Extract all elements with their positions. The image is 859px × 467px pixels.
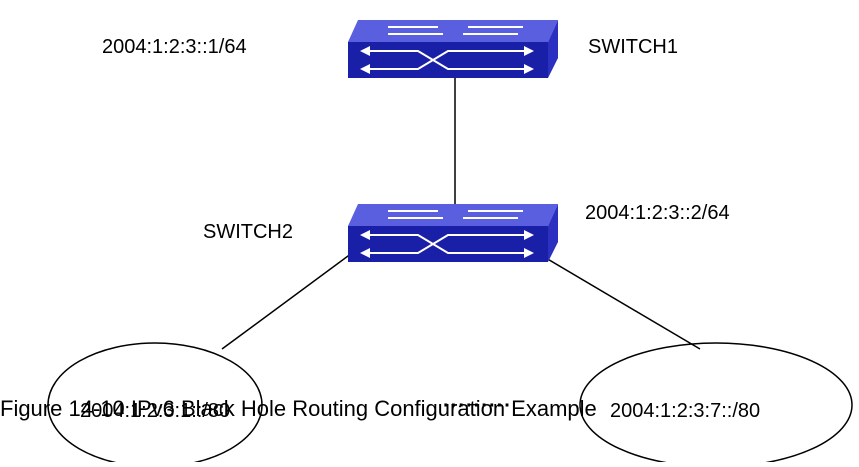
switch2-icon — [347, 203, 559, 263]
network2-prefix-label: 2004:1:2:3:7::/80 — [610, 400, 761, 422]
network2-ellipse — [579, 342, 853, 467]
switch1-icon — [347, 19, 559, 79]
network1-prefix-label: 2004:1:2:3:1::/80 — [80, 400, 231, 422]
figure-caption: Figure 14-10 IPv6 Black Hole Routing Con… — [0, 396, 597, 421]
switch1-name-label: SWITCH1 — [588, 36, 678, 58]
switch2-address-label: 2004:1:2:3::2/64 — [585, 202, 730, 224]
network1-ellipse — [47, 342, 263, 467]
ellipsis-label: ········· — [443, 395, 512, 417]
switch1-address-label: 2004:1:2:3::1/64 — [102, 36, 247, 58]
switch2-name-label: SWITCH2 — [203, 221, 293, 243]
